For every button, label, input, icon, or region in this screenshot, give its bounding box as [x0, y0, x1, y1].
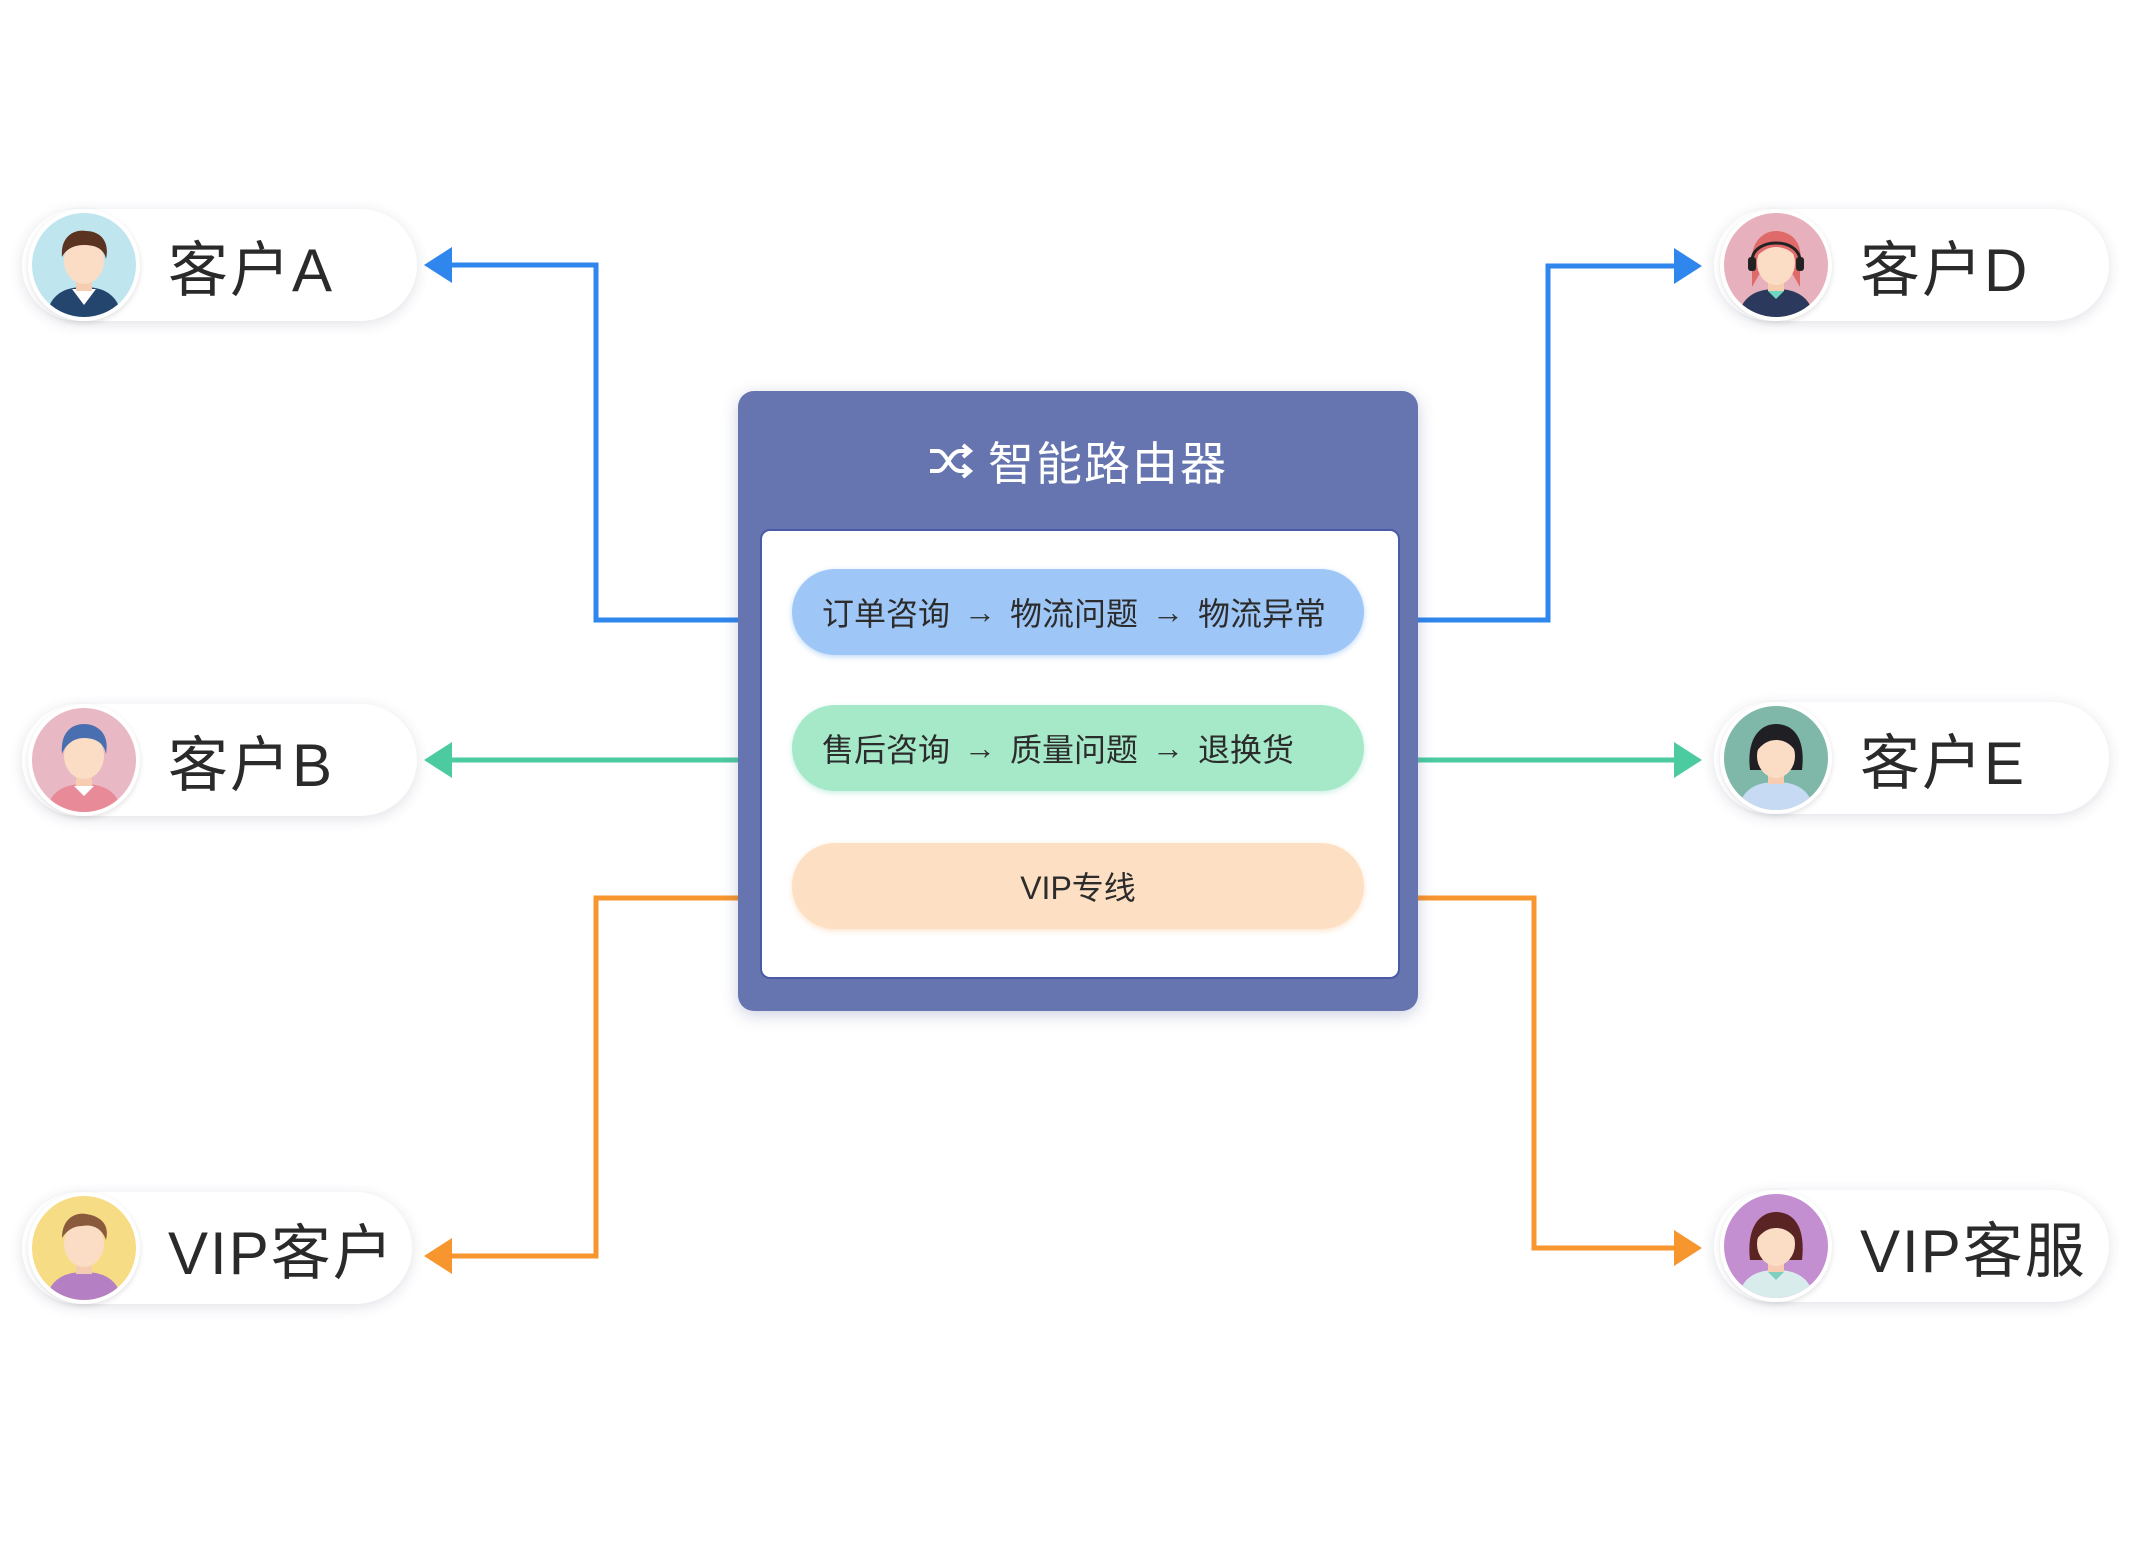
router-header: 智能路由器	[738, 431, 1418, 491]
agent-label: 客户D	[1860, 236, 2030, 304]
customer-a-card[interactable]: 客户A	[22, 209, 417, 321]
headset-agent-avatar-icon	[1720, 209, 1832, 321]
arrow-right-icon: →	[1152, 593, 1185, 630]
arrowhead-customer-d	[1674, 248, 1702, 284]
route-step: 售后咨询	[822, 732, 951, 768]
route-list: 订单咨询 → 物流问题 → 物流异常 售后咨询 → 质量问题 → 退换货 VIP…	[760, 529, 1400, 979]
route-step: 物流问题	[1010, 596, 1139, 632]
customer-d-card[interactable]: 客户D	[1714, 209, 2109, 321]
route-step: 退换货	[1198, 732, 1295, 768]
arrowhead-customer-b	[424, 742, 452, 778]
woman-purple-avatar-icon	[1720, 1190, 1832, 1302]
route-step: 质量问题	[1010, 732, 1139, 768]
route-step: 物流异常	[1198, 596, 1327, 632]
route-vip-line[interactable]: VIP专线	[792, 843, 1364, 929]
vip-agent-card[interactable]: VIP客服	[1714, 1190, 2109, 1302]
vip-customer-card[interactable]: VIP客户	[22, 1192, 412, 1304]
agent-label: 客户E	[1860, 729, 2027, 797]
arrowhead-vip-agent	[1674, 1230, 1702, 1266]
arrowhead-customer-e	[1674, 742, 1702, 778]
woman-pink-avatar-icon	[28, 704, 140, 816]
connector-vip-agent	[1360, 895, 1680, 1251]
customer-label: 客户B	[168, 731, 335, 799]
route-label: VIP专线	[1020, 870, 1136, 906]
customer-label: VIP客户	[168, 1219, 395, 1287]
shuffle-icon	[930, 443, 974, 479]
arrow-right-icon: →	[964, 729, 997, 766]
customer-b-card[interactable]: 客户B	[22, 704, 417, 816]
arrowhead-customer-a	[424, 247, 452, 283]
arrow-right-icon: →	[964, 593, 997, 630]
woman-green-avatar-icon	[1720, 702, 1832, 814]
man-avatar-icon	[28, 209, 140, 321]
router-title: 智能路由器	[988, 438, 1228, 490]
connector-customer-d	[1360, 263, 1680, 623]
man-yellow-avatar-icon	[28, 1192, 140, 1304]
customer-label: 客户A	[168, 236, 335, 304]
route-aftersales-return[interactable]: 售后咨询 → 质量问题 → 退换货	[792, 705, 1364, 791]
connector-vip-customer	[442, 895, 792, 1259]
arrow-right-icon: →	[1152, 729, 1185, 766]
smart-router-panel: 智能路由器 订单咨询 → 物流问题 → 物流异常 售后咨询 → 质量问题 → 退…	[738, 391, 1418, 1011]
customer-e-card[interactable]: 客户E	[1714, 702, 2109, 814]
route-step: 订单咨询	[822, 596, 951, 632]
route-order-logistics[interactable]: 订单咨询 → 物流问题 → 物流异常	[792, 569, 1364, 655]
connector-customer-a	[442, 262, 792, 623]
agent-label: VIP客服	[1860, 1217, 2087, 1285]
arrowhead-vip-customer	[424, 1238, 452, 1274]
